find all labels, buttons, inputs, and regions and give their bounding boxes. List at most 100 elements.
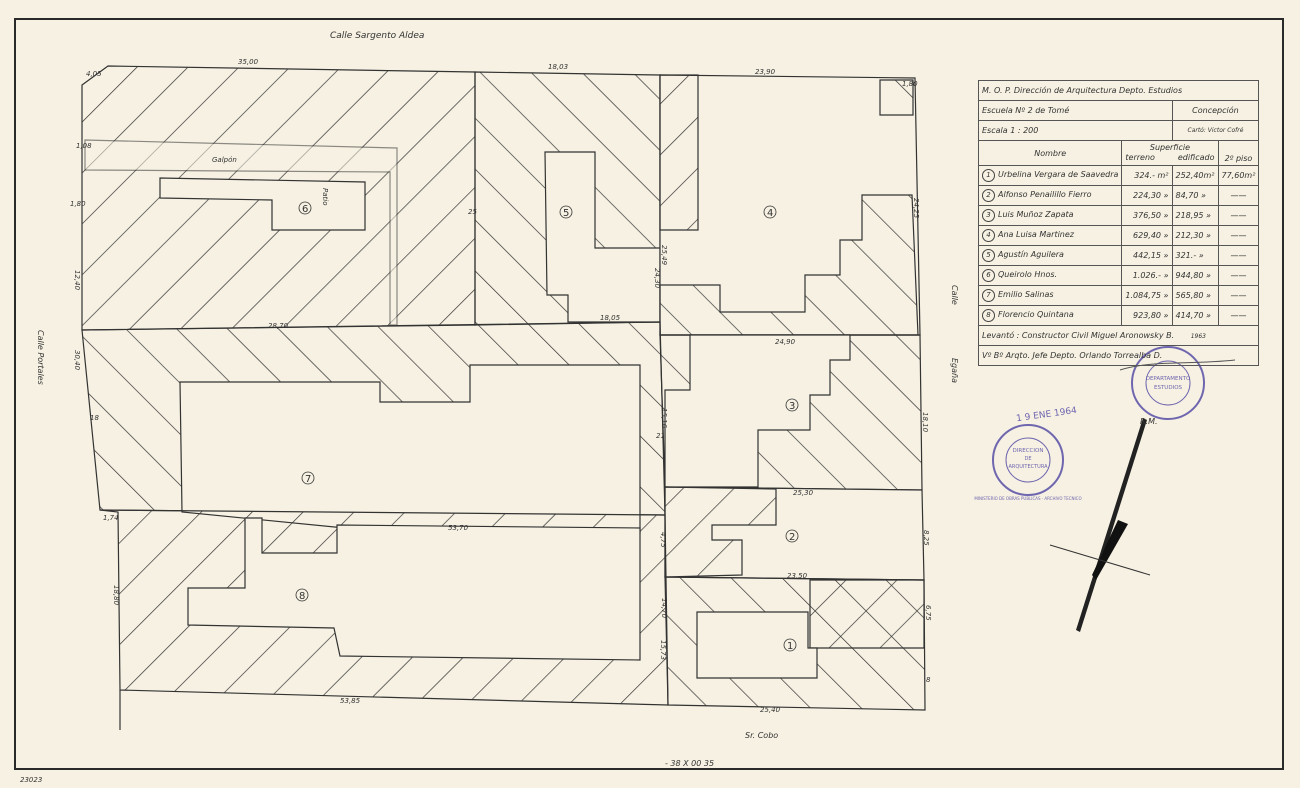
land-area: 324.- m² bbox=[1121, 165, 1173, 186]
second-floor-area: —— bbox=[1217, 305, 1260, 326]
built-area: 944,80 » bbox=[1171, 265, 1219, 286]
dimension: 53,85 bbox=[340, 697, 361, 705]
dimension: 15,16 bbox=[660, 408, 668, 429]
lot-4-hatch-left bbox=[659, 74, 699, 231]
lot-3-yard bbox=[664, 334, 851, 488]
land-area: 442,15 » bbox=[1121, 245, 1173, 266]
lot-1-crosshatch bbox=[809, 579, 925, 649]
dimension: 18 bbox=[90, 414, 99, 422]
land-area: 376,50 » bbox=[1121, 205, 1173, 226]
dimension: 21 bbox=[656, 432, 665, 440]
built-area: 321.- » bbox=[1171, 245, 1219, 266]
owner-name: Urbelina Vergara de Saavedra bbox=[998, 170, 1119, 179]
stamp-ring-text: MINISTERIO DE OBRAS PUBLICAS · ARCHIVO T… bbox=[974, 496, 1081, 501]
second-floor-area: —— bbox=[1217, 285, 1260, 306]
built-area: 565,80 » bbox=[1171, 285, 1219, 306]
dimension: 18,03 bbox=[548, 63, 568, 71]
dimension: 35,00 bbox=[238, 58, 259, 66]
surveyed-text: Levantó : Constructor Civil Miguel Arono… bbox=[982, 331, 1175, 340]
dimension: 25,30 bbox=[793, 489, 814, 497]
dimension-labels: 4,05 35,00 18,03 23,90 1,80 1,08 1,80 12… bbox=[70, 58, 932, 714]
surface-label: Superficie bbox=[1149, 143, 1191, 152]
dimension: 1,08 bbox=[76, 142, 92, 150]
land-area: 629,40 » bbox=[1121, 225, 1173, 246]
survey-year: 1963 bbox=[1190, 333, 1206, 340]
dimension: 24,25 bbox=[912, 198, 920, 219]
dimension: 25,40 bbox=[760, 706, 781, 714]
stamp-text: DIRECCION bbox=[1013, 448, 1044, 454]
land-area: 923,80 » bbox=[1121, 305, 1173, 326]
lot-number-5: 5 bbox=[563, 208, 569, 219]
title-block: M. O. P. Dirección de Arquitectura Depto… bbox=[977, 80, 1260, 366]
stamp-date: 1 9 ENE 1964 bbox=[1016, 406, 1078, 424]
stamp-text: DEPARTAMENTO bbox=[1146, 376, 1191, 382]
corner-number: 23023 bbox=[20, 776, 42, 784]
owner-name: Alfonso Penailillo Fierro bbox=[998, 190, 1092, 199]
second-floor-area: —— bbox=[1217, 205, 1260, 226]
scale: Escala 1 : 200 bbox=[978, 120, 1173, 141]
dimension: 14,70 bbox=[660, 598, 668, 619]
lot-number-badge: 1 bbox=[982, 169, 995, 182]
dimension: 25,49 bbox=[660, 245, 668, 266]
lot-number-2: 2 bbox=[789, 532, 795, 543]
built-area: 218,95 » bbox=[1171, 205, 1219, 226]
owner-name: Luis Muñoz Zapata bbox=[998, 210, 1074, 219]
land-area: 1.084,75 » bbox=[1121, 285, 1173, 306]
city: Concepción bbox=[1171, 100, 1260, 121]
land-area: 224,30 » bbox=[1121, 185, 1173, 206]
owner-name: Queirolo Hnos. bbox=[998, 270, 1058, 279]
dimension: 53,70 bbox=[448, 524, 469, 532]
surveyed-by: Levantó : Constructor Civil Miguel Arono… bbox=[977, 325, 1260, 346]
stamp-text: ESTUDIOS bbox=[1154, 385, 1183, 391]
lot-number-badge: 5 bbox=[982, 249, 995, 262]
lot-number-badge: 4 bbox=[982, 229, 995, 242]
lot-1-house bbox=[696, 611, 818, 679]
lot-number-badge: 8 bbox=[982, 309, 995, 322]
land-label: terreno bbox=[1125, 153, 1155, 162]
second-floor-area: —— bbox=[1217, 225, 1260, 246]
drafter: Cartó: Victor Cofré bbox=[1171, 120, 1260, 141]
initials: R.M. bbox=[1140, 417, 1158, 426]
dimension: 18,05 bbox=[600, 314, 621, 322]
lot-number-3: 3 bbox=[789, 401, 795, 412]
street-south-label: Sr. Cobo bbox=[745, 731, 778, 740]
second-floor-area: 77,60m² bbox=[1217, 165, 1260, 186]
street-east-label-2: Egaña bbox=[950, 358, 959, 383]
lot-number-8: 8 bbox=[299, 591, 305, 602]
lot-number-badge: 2 bbox=[982, 189, 995, 202]
lot-number-7: 7 bbox=[305, 474, 311, 485]
col-second-floor-header: 2º piso bbox=[1217, 140, 1260, 166]
lot-number-badge: 7 bbox=[982, 289, 995, 302]
lot-8-yard bbox=[187, 517, 641, 661]
owner-name: Emilio Salinas bbox=[998, 290, 1054, 299]
galpon-label: Galpón bbox=[212, 156, 237, 164]
dimension: 24,90 bbox=[775, 338, 796, 346]
street-north-label: Calle Sargento Aldea bbox=[330, 31, 424, 41]
lot-numbers bbox=[295, 201, 799, 652]
dimension: 23,50 bbox=[787, 572, 808, 580]
built-label: edificado bbox=[1177, 153, 1215, 162]
drawing-border bbox=[14, 18, 1284, 770]
street-east-label-1: Calle bbox=[950, 285, 959, 305]
built-area: 414,70 » bbox=[1171, 305, 1219, 326]
lot-number-6: 6 bbox=[302, 204, 308, 215]
dimension: 4,75 bbox=[659, 532, 667, 548]
archive-code: - 38 X 00 35 bbox=[665, 759, 714, 768]
built-area: 84,70 » bbox=[1171, 185, 1219, 206]
title-header: M. O. P. Dirección de Arquitectura Depto… bbox=[977, 80, 1260, 101]
built-area: 212,30 » bbox=[1171, 225, 1219, 246]
dimension: 28,70 bbox=[268, 322, 289, 330]
owner-name: Ana Luisa Martinez bbox=[998, 230, 1074, 239]
stamp-text: ARQUITECTURA bbox=[1008, 464, 1048, 470]
